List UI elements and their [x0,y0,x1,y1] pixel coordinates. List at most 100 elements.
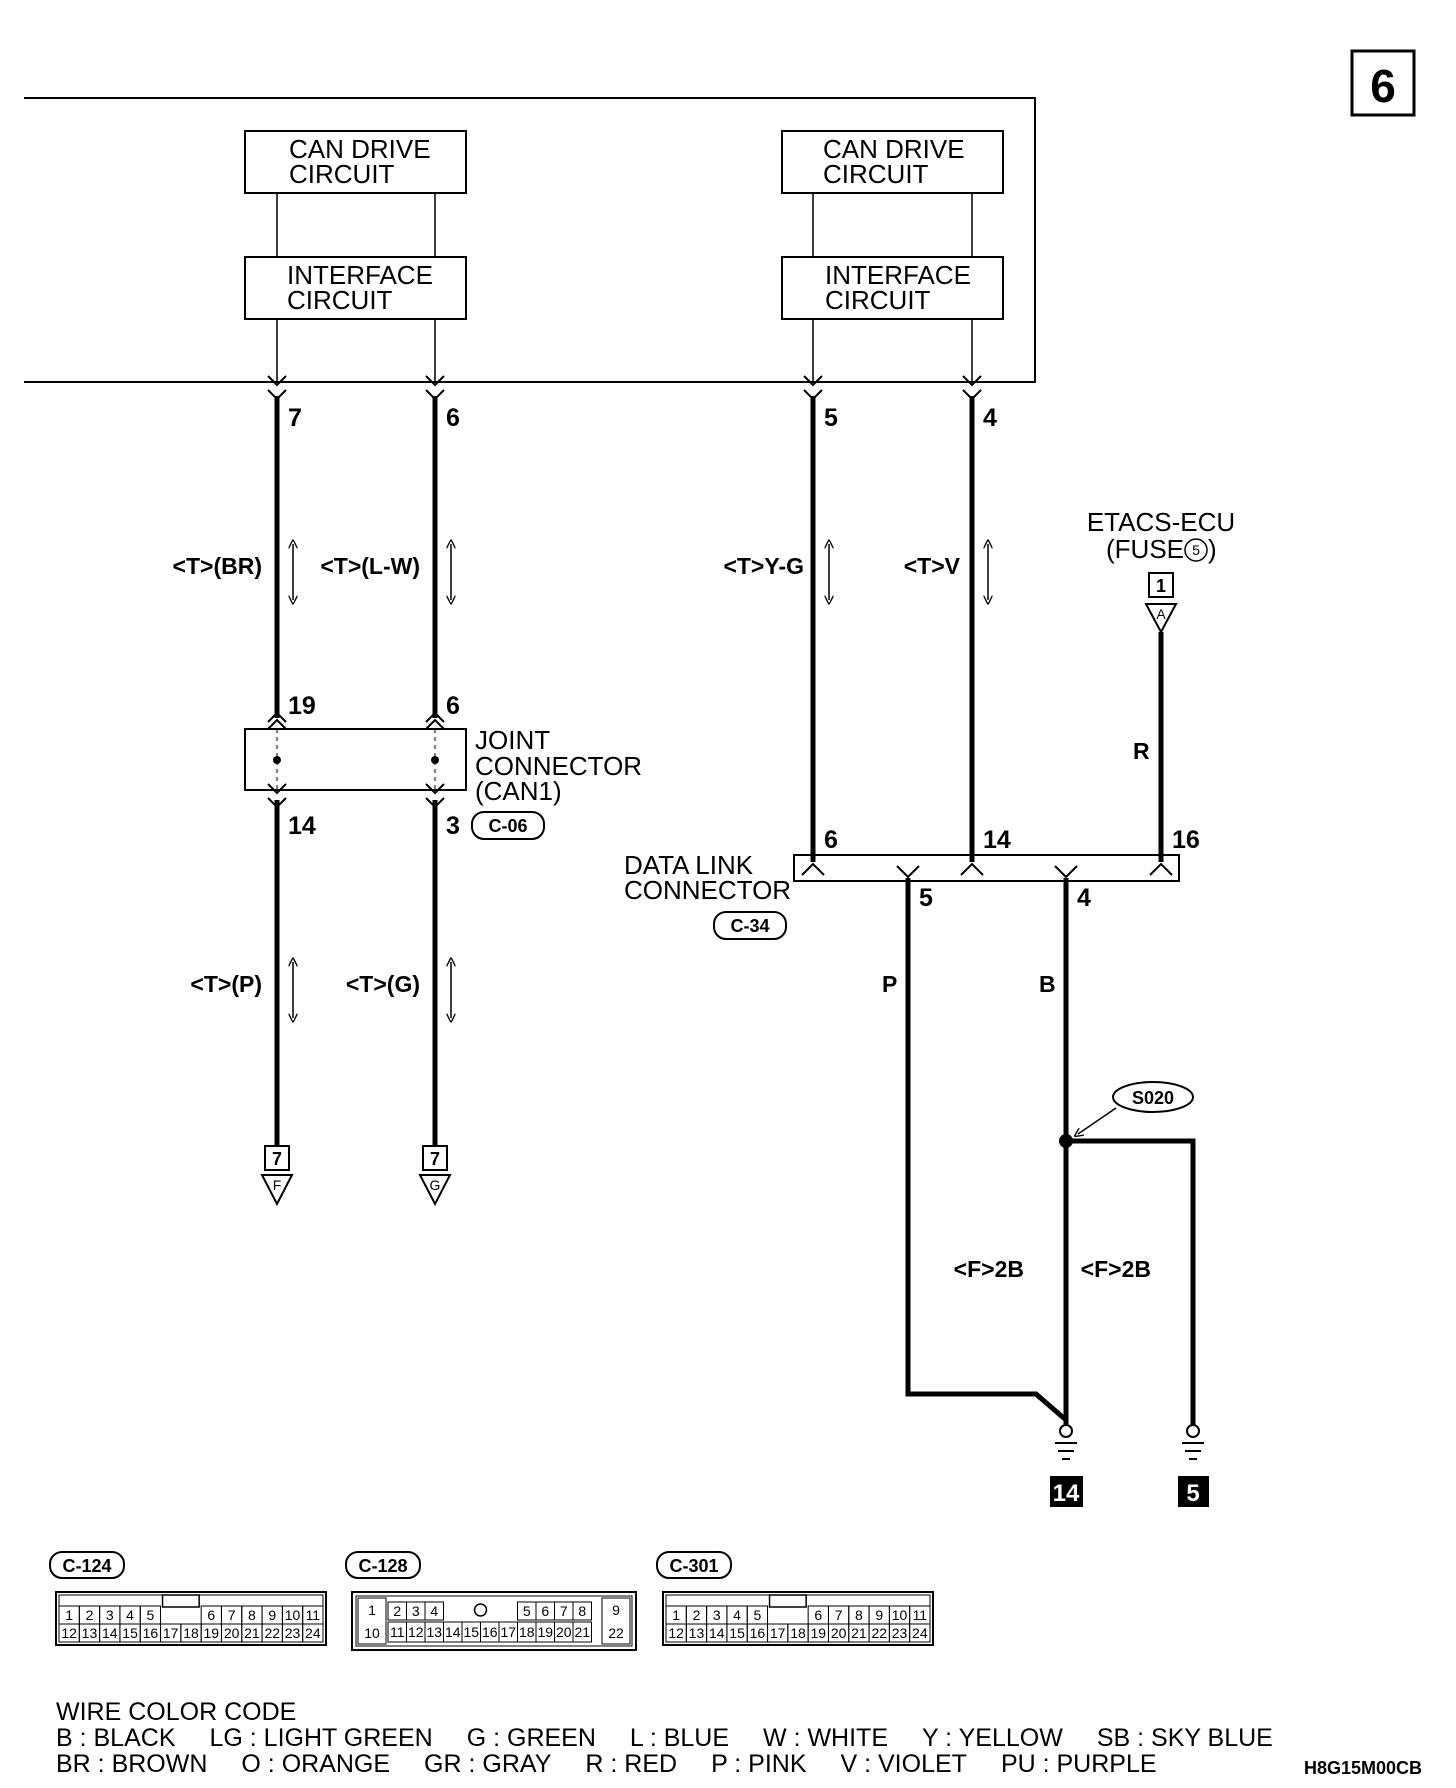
pin-dlc-5: 5 [919,884,933,912]
pin-label: 16 [482,1624,498,1640]
pin-jc-14: 14 [288,812,316,840]
page-number-box: 6 [1350,49,1416,117]
pin-ecu-6: 6 [446,404,460,432]
pin-label: 13 [82,1625,98,1641]
svg-text:CONNECTOR: CONNECTOR [624,875,791,905]
pin-label: 12 [61,1625,77,1641]
pin-label: 17 [500,1624,516,1640]
wire-label-p2: P [882,971,897,997]
pin-label: 19 [811,1625,827,1641]
pin-label: 7 [228,1607,236,1623]
pin-label: 11 [306,1607,321,1623]
pin-label: 7 [835,1607,843,1623]
svg-text:7: 7 [272,1149,282,1169]
connector-code: C-124 [62,1556,111,1576]
wire-label-f2b-left: <F>2B [954,1256,1024,1282]
pin-jc-3: 3 [446,812,460,840]
pin-label: 3 [412,1603,420,1619]
pin-label: 14 [709,1625,725,1641]
pin-label: 16 [143,1625,159,1641]
offpage-connector-7f: 7 F [260,1145,294,1207]
wire-label-r: R [1133,738,1150,764]
svg-text:INTERFACE: INTERFACE [287,260,433,290]
pin-label: 10 [892,1607,908,1623]
pin-label: 18 [519,1624,535,1640]
svg-text:A: A [1156,606,1166,622]
wire-label-v: <T>V [904,553,961,579]
svg-text:5: 5 [1186,1480,1199,1507]
pin-ecu-4: 4 [983,404,997,432]
ecu-terminal-chevrons [267,375,982,401]
svg-text:CIRCUIT: CIRCUIT [823,159,929,189]
pin-label: 13 [426,1624,442,1640]
pin-label: 15 [463,1624,479,1640]
wire-label-f2b-right: <F>2B [1081,1256,1151,1282]
pin-label: 11 [913,1607,928,1623]
pin-label: 14 [102,1625,118,1641]
svg-text:S020: S020 [1132,1088,1174,1108]
pin-label: 24 [912,1625,928,1641]
pin-label: 5 [146,1607,154,1623]
pin-label: 5 [753,1607,761,1623]
wire-color-code-title: WIRE COLOR CODE [56,1698,297,1726]
bidirectional-arrows [293,544,988,1018]
pin-label: 1 [65,1607,73,1623]
pin-label: 17 [770,1625,786,1641]
pin-label: 22 [264,1625,280,1641]
page-number: 6 [1370,60,1396,112]
svg-text:DATA LINK: DATA LINK [624,850,754,880]
internal-links [276,193,973,382]
pin-label: 17 [163,1625,179,1641]
pin-label: 23 [285,1625,301,1641]
pin-label: 22 [871,1625,887,1641]
data-link-connector-c34: DATA LINK CONNECTOR C-34 [624,850,1180,940]
pin-label: 6 [207,1607,215,1623]
wire-label-b: B [1039,971,1056,997]
right-interface-circuit: INTERFACE CIRCUIT [781,256,1004,320]
pin-label: 4 [430,1603,438,1619]
joint-connector-c06: JOINT CONNECTOR (CAN1) C-06 [244,711,642,840]
wire-label-g: <T>(G) [346,971,420,997]
pin-label: 8 [248,1607,256,1623]
pin-label: 6 [814,1607,822,1623]
pin-label: 10 [364,1625,380,1641]
pin-label: 6 [541,1603,549,1619]
svg-text:F: F [273,1177,282,1193]
pin-ecu-7: 7 [288,404,302,432]
wire-label-br: <T>(BR) [173,553,262,579]
wire-label-p: <T>(P) [190,971,262,997]
pin-label: 5 [523,1603,531,1619]
pin-label: 8 [578,1603,586,1619]
pin-dlc-16: 16 [1172,826,1200,854]
pin-jc-19: 19 [288,692,316,720]
svg-text:14: 14 [1053,1480,1080,1507]
svg-text:CIRCUIT: CIRCUIT [287,285,393,315]
pin-label: 18 [183,1625,199,1641]
etacs-ecu-source: ETACS-ECU (FUSE 5 ) 1 A [1087,507,1235,635]
pin-label: 12 [408,1624,424,1640]
pin-label: 2 [86,1607,94,1623]
svg-text:CIRCUIT: CIRCUIT [825,285,931,315]
svg-text:JOINT: JOINT [475,725,550,755]
pin-label: 20 [831,1625,847,1641]
svg-text:ETACS-ECU: ETACS-ECU [1087,507,1235,537]
wire-label-y-g: <T>Y-G [723,553,804,579]
pin-label: 9 [875,1607,883,1623]
pin-label: 7 [560,1603,568,1619]
svg-text:INTERFACE: INTERFACE [825,260,971,290]
right-can-drive-circuit: CAN DRIVE CIRCUIT [781,130,1004,194]
left-interface-circuit: INTERFACE CIRCUIT [244,256,467,320]
svg-text:CONNECTOR: CONNECTOR [475,751,642,781]
offpage-connector-7g: 7 G [418,1145,452,1207]
pin-label: 20 [556,1624,572,1640]
pin-label: 23 [892,1625,908,1641]
connector-code: C-301 [669,1556,718,1576]
wires [274,396,1196,1425]
wire-label-l-w: <T>(L-W) [320,553,420,579]
pin-label: 2 [693,1607,701,1623]
pin-label: 9 [612,1602,620,1618]
